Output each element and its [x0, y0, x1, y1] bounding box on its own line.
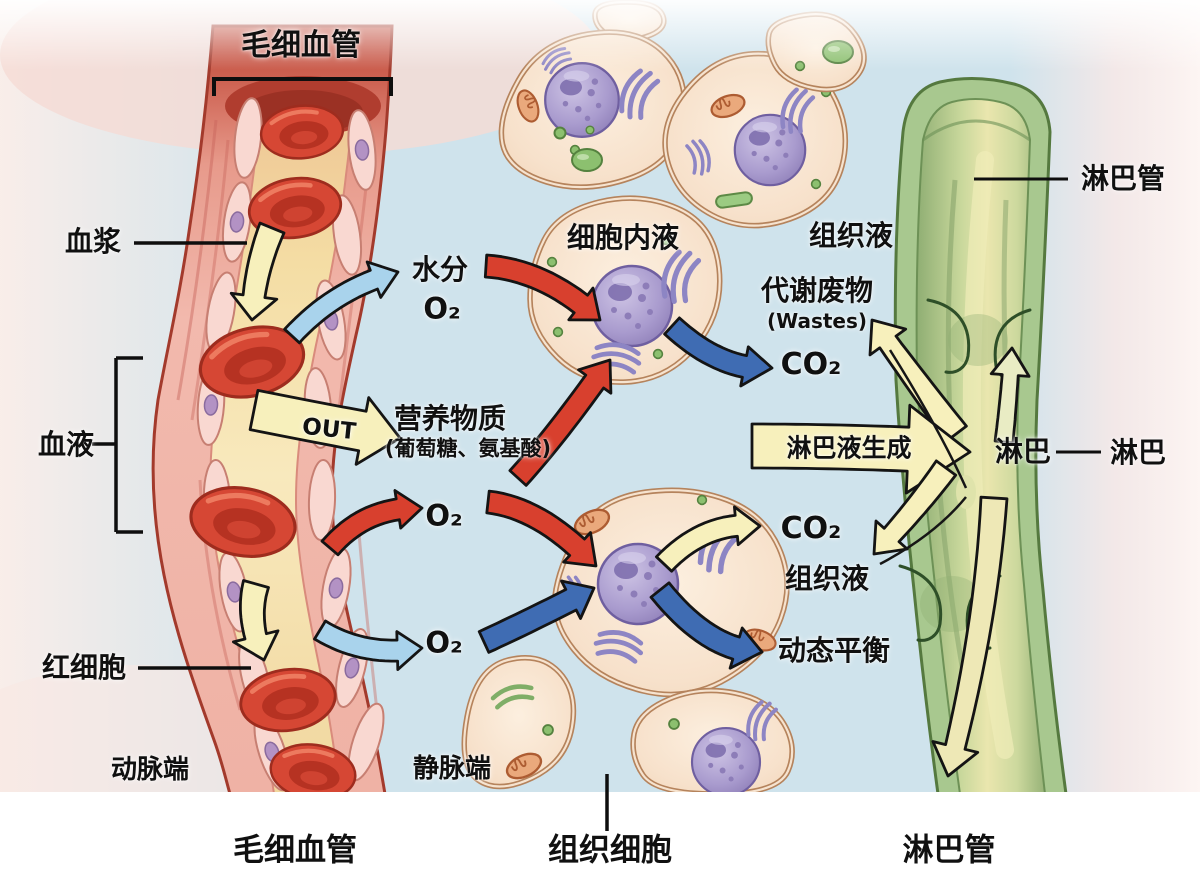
water-o2-into-cell-arrow [483, 253, 602, 322]
o2-venous-label: O₂ [425, 625, 463, 660]
capillary-flow-arrow-top [229, 221, 286, 322]
wall-streak [176, 119, 218, 401]
lymph-up-arrow [989, 346, 1031, 445]
lymph-opening-guide-line [879, 496, 967, 566]
lymph-formation-arrow [750, 403, 972, 495]
nuc-organelle [733, 113, 807, 187]
tissue-fluid-upper-label: 组织液 [808, 219, 894, 252]
blood-bracket [92, 356, 143, 534]
lymph-vessel-right-label: 淋巴管 [1080, 162, 1166, 195]
valve-shading [948, 314, 1008, 366]
ves-organelle [542, 724, 554, 736]
lymph-down-arrow [931, 495, 1009, 778]
plasma-label: 血浆 [64, 225, 122, 258]
tissue-cell [461, 655, 577, 790]
tissue-cell [630, 687, 795, 798]
lymph-valve-flap [898, 564, 943, 642]
co2-upper-label: CO₂ [780, 347, 842, 382]
ves-organelle [696, 494, 708, 506]
waste-to-lymph-arrow [868, 318, 968, 444]
lymph-fluid-streak [962, 151, 1014, 759]
ves-organelle [810, 178, 822, 190]
lymph-label: 淋巴 [1109, 436, 1167, 469]
o2-water-label: O₂ [423, 291, 461, 326]
annotation-lines [92, 77, 1101, 831]
o2-out-arterial-arrow [320, 489, 424, 557]
lymph-shading [945, 179, 958, 421]
nuc-organelle [690, 726, 762, 798]
tissue-fluid-lower-label: 组织液 [784, 562, 870, 595]
ves-organelle [552, 326, 564, 338]
lymph-in-vessel-label: 淋巴 [994, 435, 1052, 468]
blood-label: 血液 [37, 428, 95, 461]
arterial-end-label: 动脉端 [110, 755, 190, 785]
metabolic-waste-label: 代谢废物 [760, 274, 874, 307]
metabolic-waste-en-label: (Wastes) [766, 309, 868, 333]
lymph-to-tissue-fluid-arrow [872, 459, 958, 556]
co2-lower-label: CO₂ [780, 511, 842, 546]
intracellular-fluid-label: 细胞内液 [566, 221, 680, 254]
nutrients-detail-label: (葡萄糖、氨基酸) [384, 436, 552, 461]
water-label: 水分 [411, 253, 469, 286]
out-label: OUT [300, 413, 358, 446]
ves-organelle [652, 348, 664, 360]
capillary-top-label: 毛细血管 [241, 28, 361, 63]
out-block-arrow [248, 389, 402, 466]
lymph-top-rim [922, 119, 1031, 142]
ves-organelle [553, 126, 567, 140]
red-cell-label: 红细胞 [41, 651, 127, 684]
nutrients-into-cell-arrow [508, 358, 613, 487]
o2-into-cell-red-arrow [485, 489, 598, 568]
o2-arterial-label: O₂ [425, 498, 463, 533]
o2-into-cell-blue-arrow [477, 579, 596, 654]
capillary-bottom-label: 毛细血管 [233, 832, 357, 869]
o2-out-venous-arrow [313, 619, 424, 671]
cell-co2-out-arrow-upper [663, 316, 774, 388]
ves-organelle [668, 718, 680, 730]
ves-organelle [546, 256, 558, 268]
capillary-top-bracket [212, 77, 393, 96]
capillary-flow-arrow-bottom [232, 579, 280, 662]
lymph-vessel [893, 76, 1068, 796]
dynamic-balance-arrow [649, 581, 764, 670]
top-fade [0, 0, 1200, 70]
ves-organelle [585, 125, 595, 135]
nuc-organelle [590, 264, 674, 348]
nutrients-label: 营养物质 [393, 402, 507, 435]
lymph-valve-flap [926, 298, 971, 374]
lymph-opening-guide-line [888, 349, 968, 489]
venous-end-label: 静脉端 [412, 754, 492, 784]
dynamic-balance-label: 动态平衡 [777, 634, 891, 667]
lymph-vessel-bottom-label: 淋巴管 [902, 832, 996, 869]
tissue-cells-label: 组织细胞 [548, 832, 672, 869]
bottom-label-band [0, 792, 1200, 896]
lymph-opening [956, 475, 976, 509]
wall-streak [190, 139, 230, 421]
water-o2-out-arrow [283, 260, 400, 345]
arrows-layer [229, 221, 1031, 778]
cell-co2-out-arrow-lower [655, 505, 762, 573]
bigves-organelle [571, 148, 603, 172]
lymph-formation-label: 淋巴液生成 [786, 433, 912, 463]
nuc-organelle [544, 62, 620, 138]
